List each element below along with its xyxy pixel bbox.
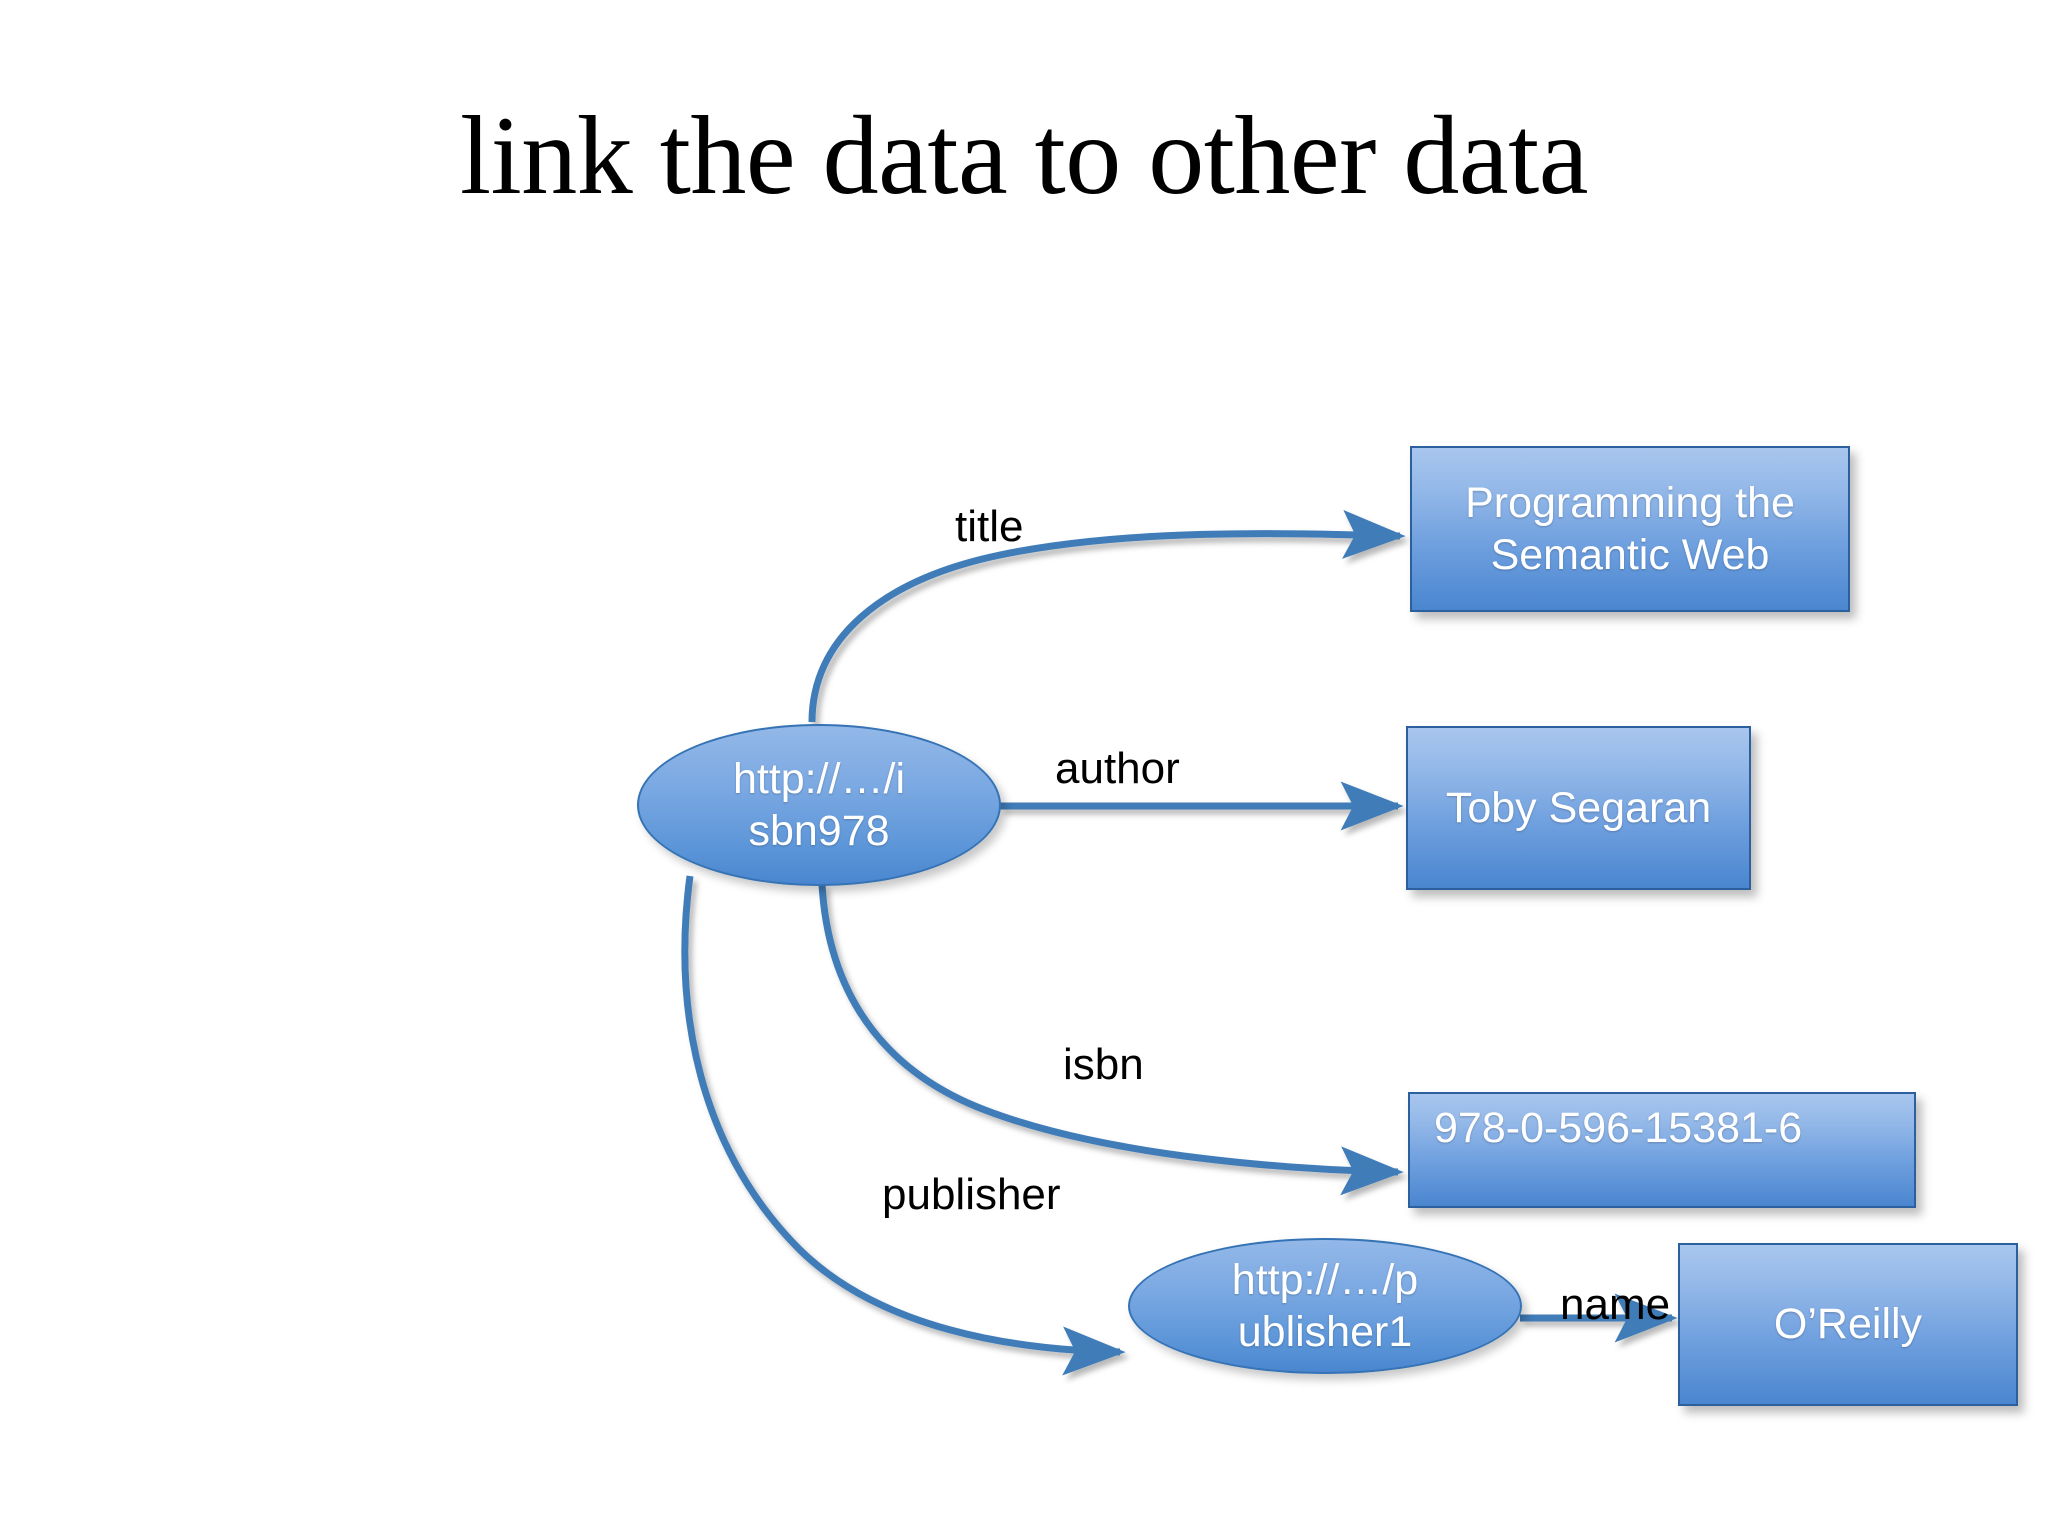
publisher-node[interactable]: http://…/p ublisher1 [1128,1238,1522,1374]
subject-node-label: http://…/i sbn978 [639,753,999,858]
author-value-node[interactable]: Toby Segaran [1406,726,1751,890]
edge-label-publisher: publisher [882,1170,1061,1219]
edge-label-isbn: isbn [1063,1040,1144,1089]
subject-node[interactable]: http://…/i sbn978 [637,724,1001,886]
subject-node-line1: http://…/i [732,754,906,803]
title-value-label: Programming the Semantic Web [1412,477,1848,582]
publisher-name-value-label: O’Reilly [1773,1300,1923,1349]
isbn-value-label: 978-0-596-15381-6 [1434,1104,1803,1152]
publisher-node-label: http://…/p ublisher1 [1130,1254,1520,1359]
edge-label-title: title [955,502,1024,551]
publisher-name-value-node[interactable]: O’Reilly [1678,1243,2018,1406]
title-value-line2: Semantic Web [1490,531,1770,579]
edge-path-isbn [818,883,1404,1196]
edge-path-title [808,509,1406,723]
page-title: link the data to other data [460,94,1588,218]
edge-label-name: name [1560,1280,1671,1329]
publisher-node-line2: ublisher1 [1237,1308,1413,1356]
subject-node-line2: sbn978 [748,807,890,855]
publisher-node-line1: http://…/p [1231,1255,1419,1304]
title-value-node[interactable]: Programming the Semantic Web [1410,446,1850,612]
edge-label-author: author [1055,744,1180,793]
edge-path-publisher [681,875,1126,1376]
title-value-line1: Programming the [1465,478,1795,527]
author-value-label: Toby Segaran [1445,783,1712,832]
isbn-value-node[interactable]: 978-0-596-15381-6 [1408,1092,1916,1208]
